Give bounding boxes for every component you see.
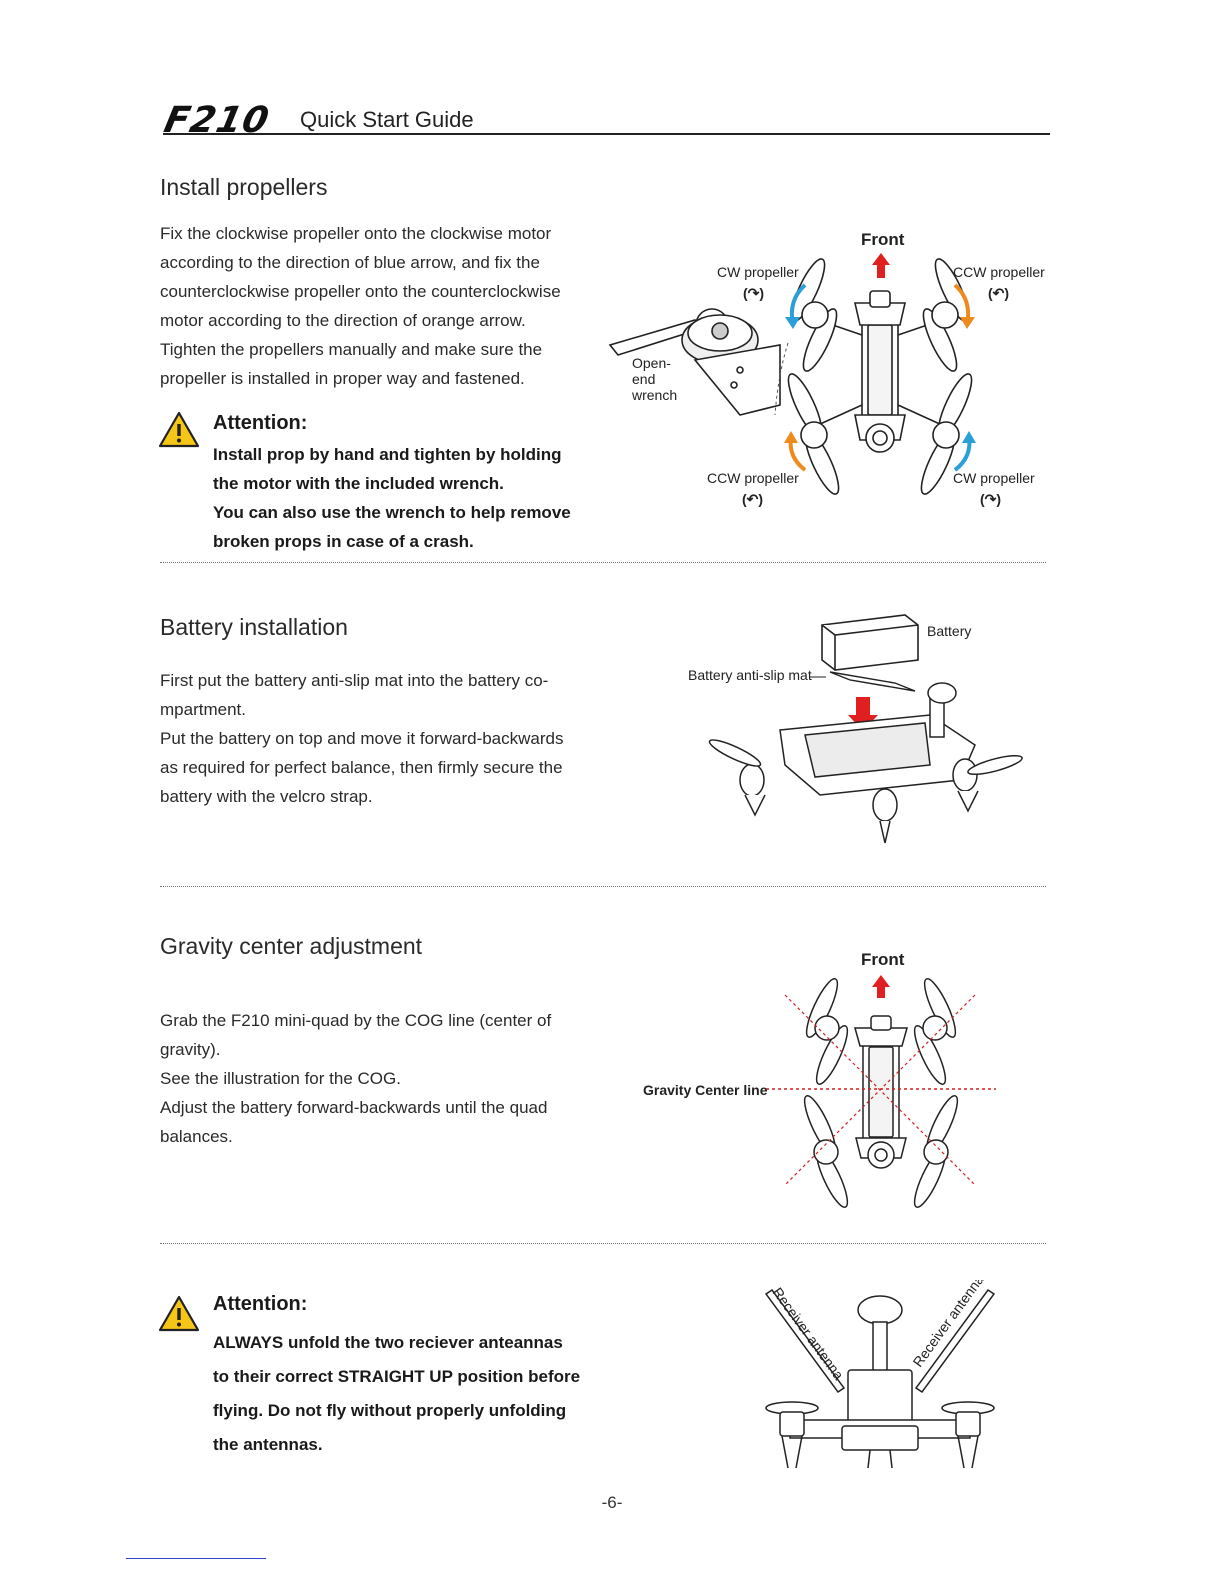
attention-line: You can also use the wrench to help remo… — [213, 503, 571, 522]
gravity-center-line-label: Gravity Center line — [643, 1082, 768, 1098]
antenna-attention-body: ALWAYS unfold the two reciever anteannas… — [213, 1326, 580, 1462]
cw-propeller-top-label: CW propeller — [717, 264, 799, 280]
antenna-left-label: Receiver antenna — [770, 1284, 848, 1382]
attention-line: ALWAYS unfold the two reciever anteannas — [213, 1333, 563, 1352]
ccw-propeller-bottom-label: CCW propeller — [707, 470, 799, 486]
cw-rotation-symbol: (↷) — [980, 491, 1002, 507]
wrench-label-line: Open- — [632, 355, 671, 371]
battery-heading: Battery installation — [160, 614, 348, 640]
gravity-line: balances. — [160, 1127, 233, 1146]
propeller-diagram — [608, 253, 976, 495]
page-number: -6- — [601, 1493, 623, 1512]
gravity-line: gravity). — [160, 1040, 221, 1059]
attention-line: the motor with the included wrench. — [213, 474, 504, 493]
quad-front-illustration — [765, 1295, 995, 1469]
battery-illustration — [821, 614, 919, 671]
front-label: Front — [861, 230, 905, 249]
battery-diagram — [708, 614, 1023, 844]
install-line: Fix the clockwise propeller onto the clo… — [160, 224, 552, 243]
gravity-paragraph: Grab the F210 mini-quad by the COG line … — [160, 1006, 600, 1151]
install-line: Tighten the propellers manually and make… — [160, 340, 543, 359]
quad-side-illustration — [708, 682, 1023, 844]
install-line: propeller is installed in proper way and… — [160, 369, 525, 388]
cog-diagonals — [784, 994, 976, 1186]
gravity-diagram — [766, 975, 996, 1208]
ccw-rotation-symbol: (↶) — [988, 285, 1010, 301]
wrench-label-line: end — [632, 371, 656, 387]
attention-line: broken props in case of a crash. — [213, 532, 474, 551]
battery-line: mpartment. — [160, 700, 246, 719]
antenna-left — [764, 1288, 846, 1394]
front-arrow — [872, 975, 890, 998]
install-paragraph: Fix the clockwise propeller onto the clo… — [160, 219, 600, 393]
cw-propeller-bottom-label: CW propeller — [953, 470, 1035, 486]
wrench-label-line: wrench — [632, 387, 678, 403]
quad-top-illustration — [803, 978, 959, 1208]
battery-line: Put the battery on top and move it forwa… — [160, 729, 564, 748]
gravity-line: Grab the F210 mini-quad by the COG line … — [160, 1011, 552, 1030]
wrench-illustration — [608, 308, 781, 416]
cw-rotation-symbol: (↷) — [743, 285, 765, 301]
battery-line: as required for perfect balance, then fi… — [160, 758, 563, 777]
install-line: counterclockwise propeller onto the coun… — [160, 282, 561, 301]
attention-line: Install prop by hand and tighten by hold… — [213, 445, 562, 464]
footer-rule — [126, 1558, 266, 1559]
battery-label: Battery — [927, 623, 972, 639]
front-arrow — [872, 253, 890, 278]
ccw-propeller-top-label: CCW propeller — [953, 264, 1045, 280]
anti-slip-mat — [829, 671, 916, 692]
battery-line: First put the battery anti-slip mat into… — [160, 671, 549, 690]
gravity-heading: Gravity center adjustment — [160, 933, 423, 959]
ccw-rotation-symbol: (↶) — [742, 491, 764, 507]
attention-line: to their correct STRAIGHT UP position be… — [213, 1367, 581, 1386]
front-label: Front — [861, 950, 905, 969]
anti-slip-mat-label: Battery anti-slip mat — [688, 667, 812, 683]
battery-line: battery with the velcro strap. — [160, 787, 373, 806]
section-divider — [160, 562, 1046, 563]
warning-icon — [158, 1295, 200, 1332]
install-line: according to the direction of blue arrow… — [160, 253, 540, 272]
attention-title: Attention: — [213, 1293, 308, 1315]
wrench-label: Open- end wrench — [632, 355, 677, 403]
gravity-line: See the illustration for the COG. — [160, 1069, 401, 1088]
header-rule — [163, 133, 1050, 135]
attention-body: Install prop by hand and tighten by hold… — [213, 440, 571, 556]
install-line: motor according to the direction of oran… — [160, 311, 526, 330]
attention-line: flying. Do not fly without properly unfo… — [213, 1401, 567, 1420]
section-divider — [160, 1243, 1046, 1244]
antenna-right — [914, 1288, 996, 1394]
battery-paragraph: First put the battery anti-slip mat into… — [160, 666, 600, 811]
section-divider — [160, 886, 1046, 887]
install-heading: Install propellers — [160, 174, 328, 200]
attention-line: the antennas. — [213, 1435, 323, 1454]
attention-title: Attention: — [213, 412, 308, 434]
quad-body — [817, 290, 943, 453]
antenna-diagram: Receiver antenna Receiver antenna — [764, 1280, 996, 1469]
guide-title: Quick Start Guide — [300, 107, 474, 132]
propellers — [787, 258, 973, 495]
warning-icon — [158, 411, 200, 448]
gravity-line: Adjust the battery forward-backwards unt… — [160, 1098, 548, 1117]
